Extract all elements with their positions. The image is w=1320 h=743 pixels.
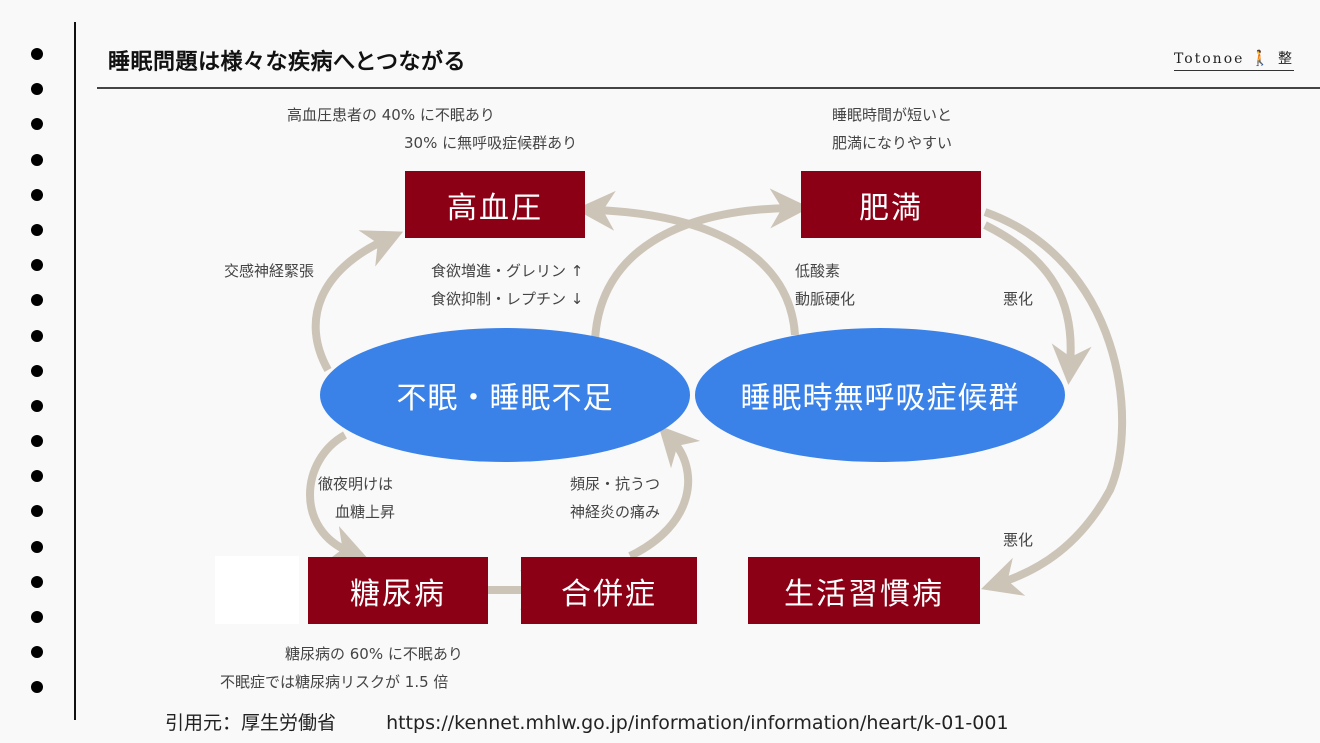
bullet-dot [31, 646, 43, 659]
box-complications: 合併症 [521, 557, 697, 624]
margin-rule [74, 22, 76, 720]
brand-logo: Totonoe 🚶 整 [1173, 48, 1294, 71]
citation-url[interactable]: https://kennet.mhlw.go.jp/information/in… [386, 712, 1009, 734]
box-lifestyle: 生活習慣病 [748, 557, 980, 624]
note-worsen-1: 悪化 [1003, 290, 1034, 308]
note-all-nighter-2: 血糖上昇 [335, 503, 396, 521]
blank-patch [215, 556, 299, 624]
bullet-dot [31, 435, 43, 448]
bullet-dot [31, 470, 43, 483]
arrow-apnea-hypertension [575, 190, 799, 336]
note-sympathetic: 交感神経緊張 [224, 262, 315, 280]
walker-icon: 🚶 [1250, 49, 1272, 67]
note-hypertension-stats-1: 高血圧患者の 40% に不眠あり [287, 106, 495, 124]
bullet-dot [31, 118, 43, 131]
bullet-dot [31, 48, 43, 60]
bullet-dot [31, 83, 43, 96]
arrow-insomnia-obesity [591, 188, 810, 341]
logo-glyph: 整 [1278, 51, 1294, 67]
note-obesity-stats-2: 肥満になりやすい [832, 134, 953, 152]
note-hypoxia-1: 低酸素 [795, 262, 841, 280]
arrow-insomnia-hypertension [311, 230, 404, 372]
note-urination-2: 神経炎の痛み [570, 503, 661, 521]
note-hypoxia-2: 動脈硬化 [795, 290, 856, 308]
citation: 引用元：厚生労働省 https://kennet.mhlw.go.jp/info… [165, 708, 1009, 735]
ellipse-apnea-shape [695, 328, 1065, 462]
note-urination-1: 頻尿・抗うつ [570, 475, 661, 493]
note-obesity-stats-1: 睡眠時間が短いと [832, 106, 953, 124]
bullet-dot [31, 505, 43, 518]
bullet-dot [31, 575, 43, 588]
bullet-dot [31, 329, 43, 342]
bullet-dot [31, 188, 43, 201]
bullet-dot [31, 681, 43, 694]
ellipse-insomnia-shape [320, 328, 690, 462]
title-divider [97, 87, 1320, 89]
note-hypertension-stats-2: 30% に無呼吸症候群あり [404, 134, 578, 152]
bullet-dot [31, 294, 43, 307]
box-obesity: 肥満 [801, 171, 981, 238]
slide-title: 睡眠問題は様々な疾病へとつながる [108, 50, 467, 75]
ellipse-apnea: 睡眠時無呼吸症候群 [740, 381, 1020, 416]
bullet-dot [31, 153, 43, 166]
bullet-dot [31, 611, 43, 623]
bullet-dot [31, 259, 43, 272]
arrow-obesity-apnea [983, 221, 1092, 385]
arrow-complications-insomnia [628, 425, 701, 560]
note-appetite-1: 食欲増進・グレリン ↑ [431, 262, 584, 280]
note-all-nighter-1: 徹夜明けは [318, 475, 394, 493]
logo-text: Totonoe [1173, 51, 1245, 67]
bullet-column [31, 48, 45, 717]
note-worsen-2: 悪化 [1003, 531, 1034, 549]
box-diabetes: 糖尿病 [308, 557, 488, 624]
bullet-dot [31, 540, 43, 553]
box-hypertension: 高血圧 [405, 171, 585, 238]
note-appetite-2: 食欲抑制・レプチン ↓ [431, 290, 584, 308]
bullet-dot [31, 399, 43, 412]
ellipse-insomnia: 不眠・睡眠不足 [396, 381, 614, 416]
note-diabetes-stats-1: 糖尿病の 60% に不眠あり [285, 645, 463, 663]
note-diabetes-stats-2: 不眠症では糖尿病リスクが 1.5 倍 [220, 673, 449, 691]
bullet-dot [31, 223, 43, 236]
bullet-dot [31, 364, 43, 377]
arrow-obesity-lifestyle [980, 208, 1127, 596]
citation-label: 引用元：厚生労働省 [165, 712, 337, 734]
arrow-insomnia-diabetes [306, 431, 369, 564]
